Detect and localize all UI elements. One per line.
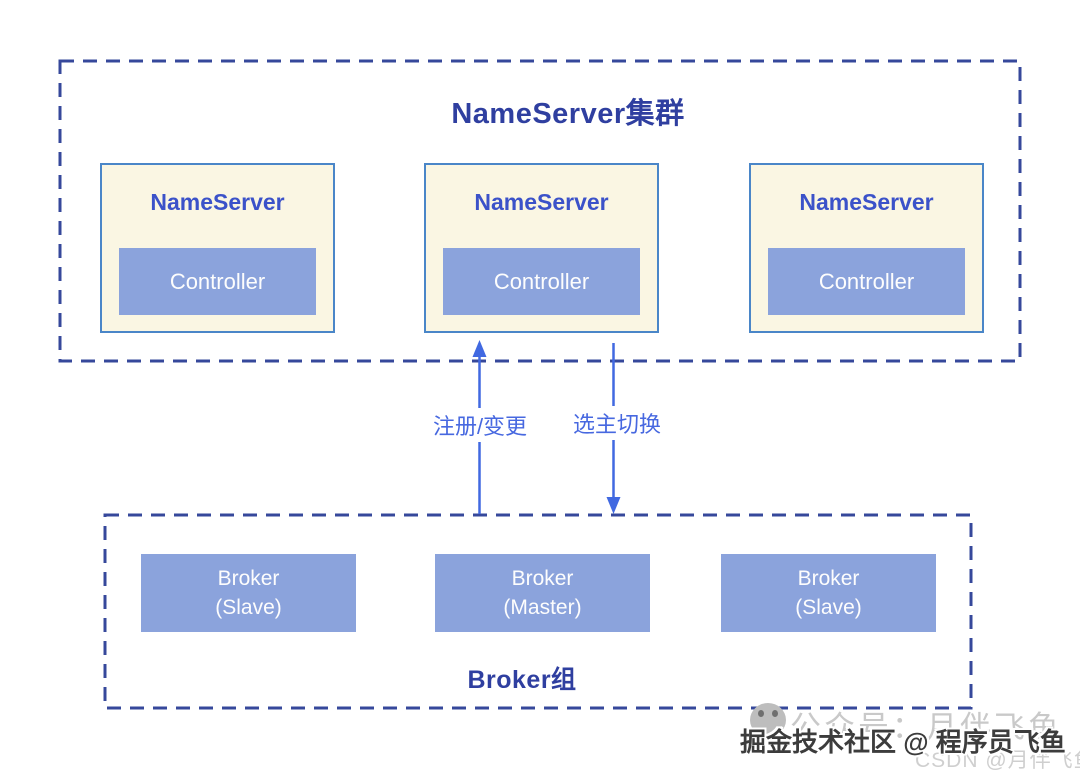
broker-node-master: Broker (Master) — [435, 554, 650, 632]
nameserver-node-label: NameServer — [150, 189, 285, 215]
watermark-logo-icon — [750, 703, 786, 737]
nameserver-node-2: NameServer Controller — [424, 163, 659, 333]
nameserver-node-1: NameServer Controller — [100, 163, 335, 333]
watermark-csdn-text: CSDN @月伴飞鱼 — [915, 749, 1080, 771]
broker-node-role: (Slave) — [215, 596, 282, 619]
register-arrow-label: 注册/变更 — [429, 408, 531, 442]
election-arrow-down-head — [606, 497, 621, 514]
nameserver-node-label: NameServer — [799, 189, 934, 215]
watermark-logo-eye — [772, 710, 778, 717]
register-arrow-up-head — [472, 340, 487, 357]
controller-box: Controller — [119, 248, 316, 315]
broker-node-name: Broker — [511, 567, 574, 590]
election-arrow-label: 选主切换 — [569, 406, 665, 440]
broker-node-role: (Slave) — [795, 596, 862, 619]
watermark-community-text: 公众号：月伴飞鱼 — [790, 710, 1062, 745]
controller-box: Controller — [768, 248, 965, 315]
watermark-logo-eye — [758, 710, 764, 717]
broker-node-role: (Master) — [503, 596, 582, 619]
broker-node-name: Broker — [797, 567, 860, 590]
nameserver-node-label: NameServer — [474, 189, 609, 215]
nameserver-cluster-title: NameServer集群 — [451, 98, 685, 130]
nameserver-node-3: NameServer Controller — [749, 163, 984, 333]
broker-node-slave-2: Broker (Slave) — [721, 554, 936, 632]
broker-node-slave-1: Broker (Slave) — [141, 554, 356, 632]
broker-node-name: Broker — [217, 567, 280, 590]
watermark-main-text: 掘金技术社区 @ 程序员飞鱼 — [740, 727, 1066, 757]
broker-group-title: Broker组 — [467, 666, 577, 694]
nameserver-cluster-dashed-border — [58, 59, 1022, 363]
controller-box: Controller — [443, 248, 640, 315]
